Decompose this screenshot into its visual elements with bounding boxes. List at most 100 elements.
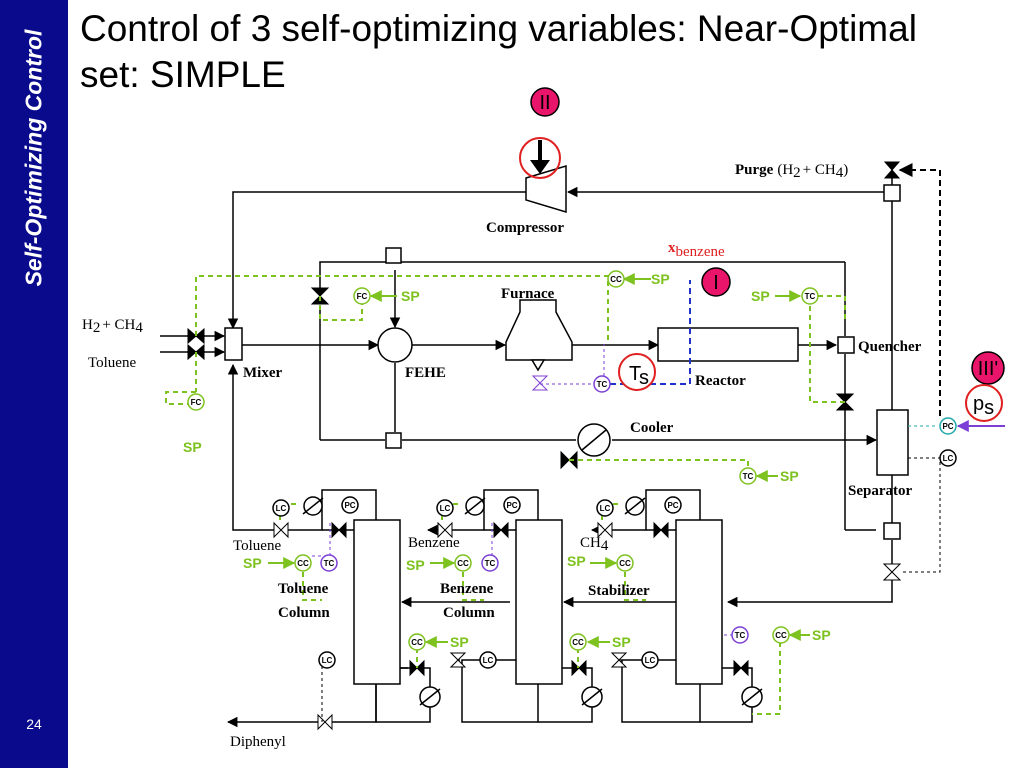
slide-title: Control of 3 self-optimizing variables: … [80,8,917,95]
pc-controller: PC [503,496,521,514]
quencher-label: Quencher [858,339,922,355]
mixer-label: Mixer [243,365,282,381]
svg-text:TC: TC [485,559,496,568]
lc-controller: LC [641,651,659,669]
control-signals [165,275,846,715]
lc-controller: LC [318,651,336,669]
sp-label: SP [612,634,631,650]
cc-controller: CC [454,554,472,572]
tc-controller: TC [481,554,499,572]
h2-ch4-feed-label: H2+ CH4 [82,317,143,336]
svg-text:LC: LC [276,504,287,513]
slide-number: 24 [26,716,42,732]
svg-text:LC: LC [440,504,451,513]
tc-controller: TC [739,467,757,485]
tc-controller: TC [593,375,611,393]
svg-text:CC: CC [457,559,469,568]
toluene-recycle-label: Toluene [233,538,281,554]
tc-controller: TC [731,626,749,644]
sp-label: SP [780,468,799,484]
marker-ps: ps [965,384,1003,422]
svg-text:ps: ps [973,393,994,419]
svg-text:FC: FC [191,398,202,407]
fehe-label: FEHE [405,365,446,381]
pc-controller: PC [341,496,359,514]
svg-text:LC: LC [943,454,954,463]
lc-controller: LC [939,449,957,467]
lc-controller: LC [479,651,497,669]
benzene-column-label: Column [443,605,495,621]
svg-text:CC: CC [411,638,423,647]
sidebar-title: Self-Optimizing Control [20,29,47,287]
cooler-label: Cooler [630,420,674,436]
svg-text:I: I [713,272,719,294]
benzene-product-label: Benzene [408,535,460,551]
sp-label: SP [812,627,831,643]
mixer [224,327,243,361]
reactor-label: Reactor [695,373,746,389]
svg-text:CC: CC [610,275,622,284]
furnace [505,299,573,361]
svg-text:LC: LC [322,656,333,665]
marker-ts: Ts [618,353,656,391]
svg-text:TC: TC [805,292,816,301]
pc-controller: PC [939,417,957,435]
stabilizer-column [675,519,723,685]
lc-controller: LC [436,499,454,517]
svg-text:PC: PC [506,501,517,510]
equipment-labels: Compressor Purge(H2+ CH4) xbenzene Furna… [82,162,922,750]
svg-text:PC: PC [942,422,953,431]
diphenyl-label: Diphenyl [230,734,286,750]
process-flow-diagram: FC FC CC TC TC TC PC LC L [82,87,1005,750]
toluene-column [353,519,401,685]
x-benzene-label: xbenzene [668,240,725,260]
marker-i: I [701,267,731,297]
highlight-markers: II I Ts III' ps [519,87,1005,422]
sp-label: SP [406,557,425,573]
cc-controller: CC [408,633,426,651]
marker-iii: III' [971,351,1005,385]
cc-controller: CC [772,626,790,644]
svg-text:CC: CC [619,559,631,568]
cc-controller: CC [616,554,634,572]
toluene-column-label: Toluene [278,581,329,597]
tc-controller: TC [801,287,819,305]
compressor-label: Compressor [486,220,564,236]
pc-controller: PC [664,496,682,514]
lc-controller: LC [596,499,614,517]
benzene-column [515,519,563,685]
sp-label: SP [651,271,670,287]
compressor [525,164,567,214]
fehe [377,327,413,363]
fc-controller: FC [353,287,371,305]
svg-text:CC: CC [572,638,584,647]
sp-label: SP [567,553,586,569]
marker-ii: II [530,87,560,117]
svg-text:CC: CC [297,559,309,568]
purge-label: Purge(H2+ CH4) [735,162,848,181]
reactor [657,327,799,362]
svg-text:III': III' [978,358,999,380]
furnace-label: Furnace [501,286,555,302]
svg-text:II: II [539,92,550,114]
cc-controller: CC [607,270,625,288]
cc-controller: CC [294,554,312,572]
separator [876,409,909,476]
setpoint-labels: SP SP SP SP SP SP SP SP SP SP SP [183,271,831,650]
svg-text:TC: TC [324,559,335,568]
svg-text:LC: LC [600,504,611,513]
svg-text:TC: TC [743,472,754,481]
lc-controller: LC [272,499,290,517]
svg-text:Ts: Ts [629,363,649,389]
svg-text:FC: FC [357,292,368,301]
svg-text:TC: TC [735,631,746,640]
process-lines [160,176,893,728]
separator-label: Separator [848,483,912,499]
svg-text:LC: LC [483,656,494,665]
sp-label: SP [450,634,469,650]
ch4-product-label: CH4 [580,535,609,554]
benzene-column-label: Benzene [440,581,494,597]
toluene-column-label: Column [278,605,330,621]
svg-text:CC: CC [775,631,787,640]
sp-label: SP [243,555,262,571]
